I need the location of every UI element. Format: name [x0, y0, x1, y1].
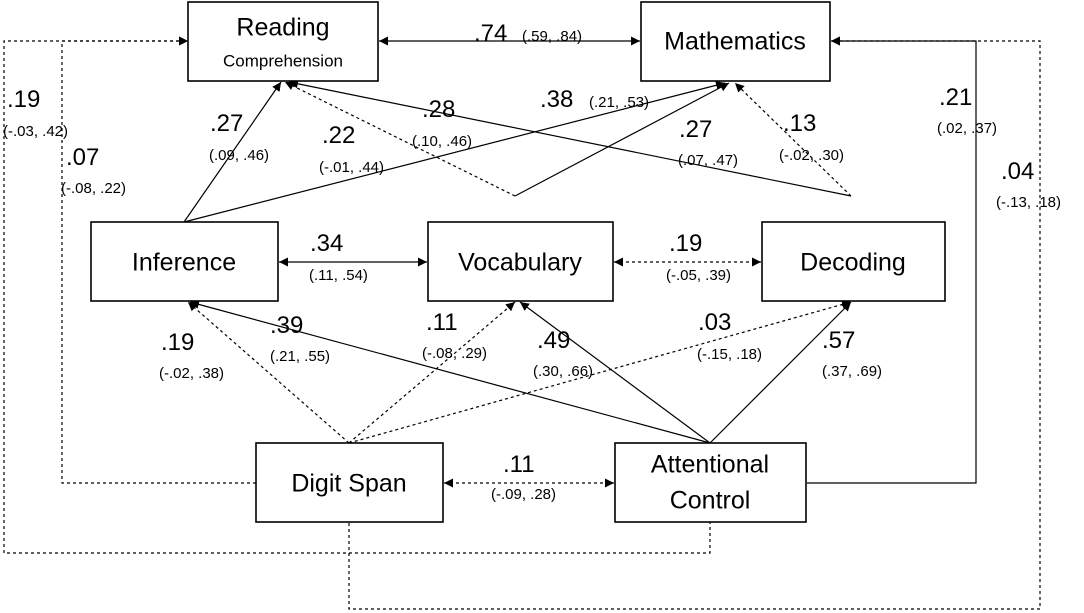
node-reading-line2: Comprehension — [223, 51, 343, 70]
label-attention-decoding: .57 (.37, .69) — [822, 327, 882, 380]
label-vocab-decoding: .19 (-.05, .39) — [666, 230, 731, 284]
node-reading-line1: Reading — [236, 14, 329, 42]
coef-decoding-reading: .28 — [422, 96, 455, 123]
label-attention-math: .21 (.02, .37) — [937, 84, 997, 137]
coef-digit-vocab: .11 — [426, 309, 458, 336]
ci-digit-math: (-.13, .18) — [996, 194, 1061, 211]
path-vocab-reading — [284, 81, 516, 197]
path-decoding-math — [734, 82, 852, 197]
coef-digit-inference: .19 — [161, 329, 194, 356]
path-inference-math — [183, 80, 726, 223]
path-inference-reading — [183, 81, 282, 223]
ci-attention-decoding: (.37, .69) — [822, 363, 882, 380]
coef-digit-math: .04 — [1001, 158, 1034, 185]
node-mathematics: Mathematics — [640, 1, 831, 82]
coef-reading-math: .74 — [474, 20, 507, 47]
coef-digit-attention: .11 — [503, 451, 535, 478]
ci-digit-decoding: (-.15, .18) — [697, 346, 762, 363]
ci-decoding-math: (-.02, .30) — [779, 147, 844, 164]
node-decoding-label: Decoding — [800, 249, 906, 277]
path-attention-reading — [3, 36, 711, 554]
node-mathematics-label: Mathematics — [664, 28, 806, 56]
label-inference-vocab: .34 (.11, .54) — [309, 230, 368, 284]
coef-attention-decoding: .57 — [822, 327, 855, 354]
node-vocabulary: Vocabulary — [427, 221, 614, 302]
ci-inference-reading: (.09, .46) — [209, 147, 269, 164]
ci-digit-inference: (-.02, .38) — [159, 365, 224, 382]
label-digit-vocab: .11 (-.08, .29) — [422, 309, 487, 362]
path-digit-math — [348, 36, 1041, 610]
path-attention-math — [807, 36, 977, 484]
label-digit-attention: .11 (-.09, .28) — [491, 451, 556, 503]
ci-digit-reading: (-.08, .22) — [61, 180, 126, 197]
label-digit-decoding: .03 (-.15, .18) — [697, 309, 762, 363]
coef-attention-vocab: .49 — [537, 327, 570, 354]
node-digit-span: Digit Span — [255, 442, 444, 523]
ci-inference-vocab: (.11, .54) — [309, 267, 368, 284]
node-digit-span-label: Digit Span — [291, 470, 406, 498]
ci-attention-reading: (-.03, .42) — [3, 123, 68, 140]
label-inference-math: .38 (.21, .53) — [540, 86, 649, 113]
coef-attention-inference: .39 — [270, 312, 303, 339]
path-attention-decoding — [709, 301, 852, 444]
label-inference-reading: .27 (.09, .46) — [209, 110, 269, 164]
coef-attention-reading: .19 — [7, 86, 40, 113]
ci-digit-attention: (-.09, .28) — [491, 486, 556, 503]
label-reading-math: .74 (.59, .84) — [474, 20, 582, 47]
label-vocab-math: .27 (.07, .47) — [678, 116, 738, 169]
path-attention-vocab — [519, 301, 711, 444]
path-attention-inference — [189, 300, 711, 444]
node-inference: Inference — [90, 221, 279, 302]
ci-attention-math: (.02, .37) — [937, 120, 997, 137]
ci-attention-vocab: (.30, .66) — [533, 363, 593, 380]
label-decoding-reading: .28 (.10, .46) — [412, 96, 472, 150]
coef-vocab-decoding: .19 — [669, 230, 702, 257]
label-attention-reading: .19 (-.03, .42) — [3, 86, 68, 140]
label-vocab-reading: .22 (-.01, .44) — [319, 122, 384, 176]
path-decoding-reading — [288, 79, 852, 197]
ci-inference-math: (.21, .53) — [589, 94, 649, 111]
node-reading-comprehension: Reading Comprehension — [187, 1, 379, 82]
coef-inference-reading: .27 — [210, 110, 243, 137]
path-vocab-math — [514, 82, 730, 197]
ci-decoding-reading: (.10, .46) — [412, 133, 472, 150]
coef-attention-math: .21 — [939, 84, 972, 111]
coef-inference-math: .38 — [540, 86, 573, 113]
node-attentional-control: Attentional Control — [614, 442, 807, 523]
ci-vocab-decoding: (-.05, .39) — [666, 267, 731, 284]
ci-reading-math: (.59, .84) — [522, 28, 582, 45]
path-digit-decoding — [348, 300, 852, 444]
node-attentional-line1: Attentional — [651, 451, 769, 479]
label-digit-inference: .19 (-.02, .38) — [159, 329, 224, 382]
coef-digit-reading: .07 — [66, 144, 99, 171]
node-vocabulary-label: Vocabulary — [458, 249, 582, 277]
label-decoding-math: .13 (-.02, .30) — [779, 110, 844, 164]
node-attentional-line2: Control — [670, 487, 751, 515]
ci-attention-inference: (.21, .55) — [270, 348, 330, 365]
ci-digit-vocab: (-.08, .29) — [422, 345, 487, 362]
ci-vocab-math: (.07, .47) — [678, 152, 738, 169]
coef-vocab-reading: .22 — [322, 122, 355, 149]
label-attention-vocab: .49 (.30, .66) — [533, 327, 593, 380]
coef-decoding-math: .13 — [783, 110, 816, 137]
path-digit-vocab — [348, 301, 516, 444]
coef-digit-decoding: .03 — [698, 309, 731, 336]
ci-vocab-reading: (-.01, .44) — [319, 159, 384, 176]
coef-vocab-math: .27 — [679, 116, 712, 143]
node-inference-label: Inference — [132, 249, 236, 277]
label-digit-math: .04 (-.13, .18) — [996, 158, 1061, 211]
coef-inference-vocab: .34 — [310, 230, 343, 257]
node-decoding: Decoding — [761, 221, 946, 302]
label-attention-inference: .39 (.21, .55) — [270, 312, 330, 365]
label-digit-reading: .07 (-.08, .22) — [61, 144, 126, 197]
